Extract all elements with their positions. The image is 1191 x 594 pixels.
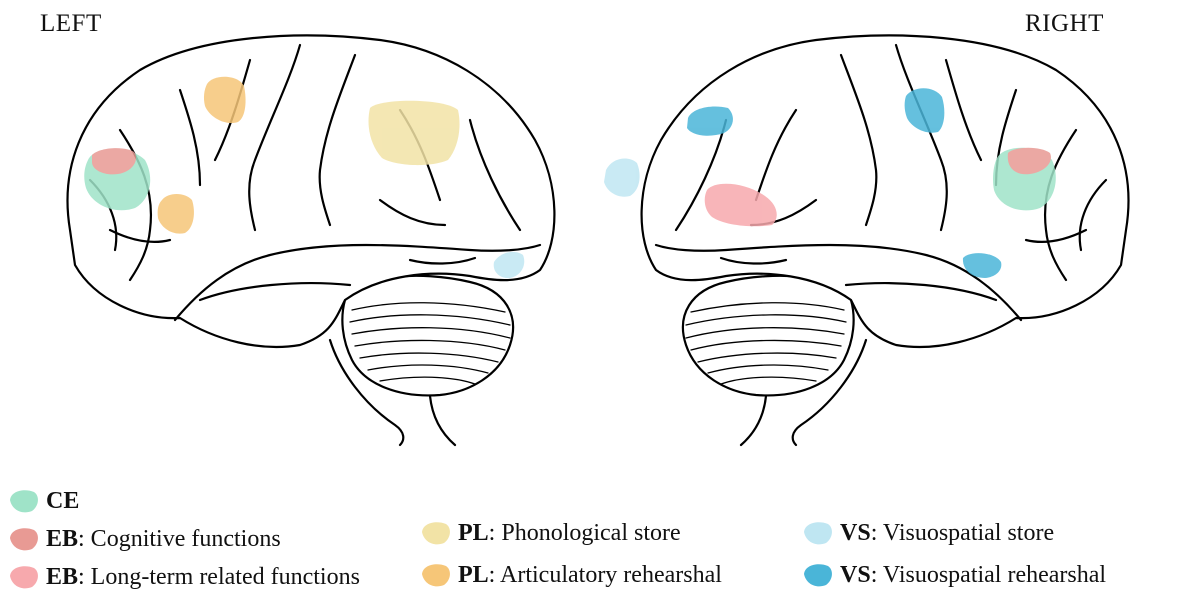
vs-store-swatch-icon <box>800 518 836 548</box>
pl-rehearsal-text: : Articulatory rehearshal <box>489 562 722 588</box>
pl-store-text: : Phonological store <box>489 520 681 546</box>
pl-store-swatch-icon <box>418 518 454 548</box>
legend-vs-store: VS: Visuospatial store <box>800 518 1054 548</box>
right-vs-store-region <box>604 159 640 197</box>
vs-rehearsal-text: : Visuospatial rehearshal <box>871 562 1106 588</box>
pl-store-abbr: PL <box>458 520 489 546</box>
legend-pl-store: PL: Phonological store <box>418 518 681 548</box>
eb-long-term-text: : Long-term related functions <box>78 564 360 590</box>
ce-swatch-icon <box>6 486 42 516</box>
vs-store-abbr: VS <box>840 520 871 546</box>
legend-eb-long-term: EB: Long-term related functions <box>6 562 360 592</box>
left-pl-store-region <box>369 101 460 165</box>
eb-cognitive-swatch-icon <box>6 524 42 554</box>
pl-rehearsal-swatch-icon <box>418 560 454 590</box>
eb-long-term-abbr: EB <box>46 564 78 590</box>
eb-cognitive-text: : Cognitive functions <box>78 526 281 552</box>
left-brain <box>68 35 555 445</box>
ce-abbr: CE <box>46 488 79 514</box>
vs-rehearsal-swatch-icon <box>800 560 836 590</box>
vs-rehearsal-abbr: VS <box>840 562 871 588</box>
eb-long-term-swatch-icon <box>6 562 42 592</box>
vs-store-text: : Visuospatial store <box>871 520 1054 546</box>
brain-diagram <box>0 0 1191 470</box>
legend-vs-rehearsal: VS: Visuospatial rehearshal <box>800 560 1106 590</box>
eb-cognitive-abbr: EB <box>46 526 78 552</box>
legend-ce: CE <box>6 486 79 516</box>
pl-rehearsal-abbr: PL <box>458 562 489 588</box>
legend-pl-rehearsal: PL: Articulatory rehearshal <box>418 560 722 590</box>
legend-eb-cognitive: EB: Cognitive functions <box>6 524 281 554</box>
right-brain <box>642 35 1129 445</box>
